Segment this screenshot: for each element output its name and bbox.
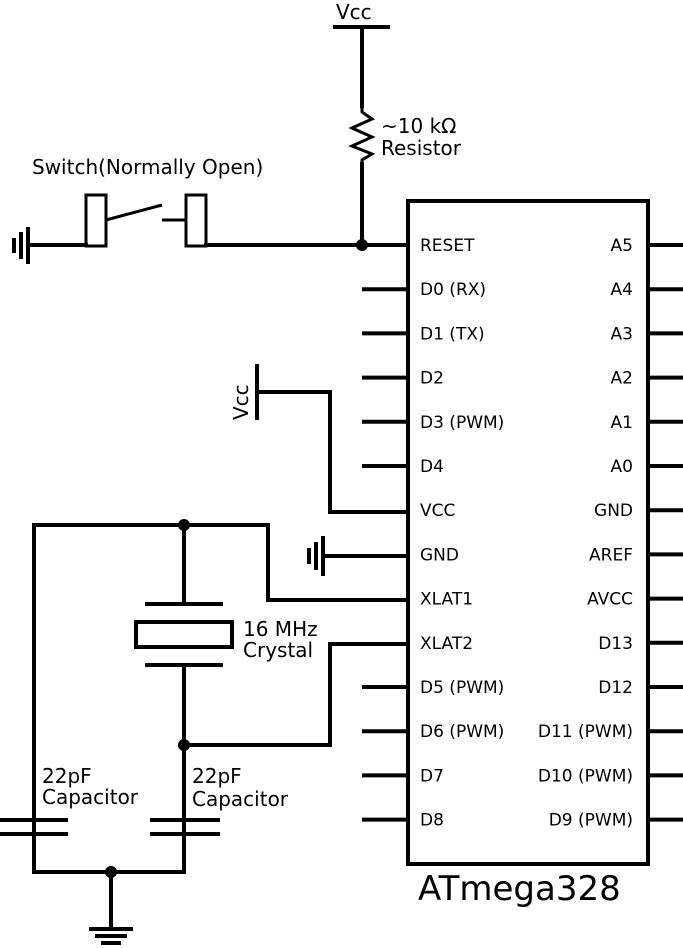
- crystal-name-label: Crystal: [243, 638, 313, 662]
- crystal-value-label: 16 MHz: [243, 617, 318, 641]
- pin-label-d6-pwm: D6 (PWM): [420, 722, 504, 742]
- switch-left-contact: [84, 193, 108, 248]
- crystal-body: [134, 620, 234, 649]
- pin-label-gnd: GND: [594, 501, 633, 521]
- pin-label-d9-pwm: D9 (PWM): [549, 811, 633, 831]
- vcc-side-wire: [255, 390, 410, 514]
- cap-right-value-label: 22pF: [192, 764, 242, 788]
- pin-label-d12: D12: [598, 678, 633, 698]
- vcc-side-label: Vcc: [229, 384, 253, 420]
- pin-label-d1-tx: D1 (TX): [420, 324, 485, 344]
- resistor-value-label: ~10 kΩ: [381, 114, 456, 138]
- pin-label-aref: AREF: [589, 545, 633, 565]
- pin-label-d0-rx: D0 (RX): [420, 280, 486, 300]
- pin-label-d8: D8: [420, 811, 444, 831]
- resistor-name-label: Resistor: [381, 136, 462, 160]
- pin-label-d4: D4: [420, 457, 444, 477]
- pin-label-d2: D2: [420, 369, 444, 389]
- chip-body: [406, 199, 650, 866]
- pin-label-a3: A3: [611, 324, 633, 344]
- switch-right-contact: [184, 193, 208, 248]
- switch-label: Switch(Normally Open): [32, 155, 263, 179]
- pin-label-vcc: VCC: [420, 501, 455, 521]
- pin-label-a0: A0: [611, 457, 633, 477]
- pin-label-xlat2: XLAT2: [420, 634, 473, 654]
- chip-name: ATmega328: [418, 869, 621, 909]
- xlat1-wire: [32, 523, 410, 834]
- vcc-top-label: Vcc: [336, 0, 372, 24]
- ground-icon: [12, 227, 30, 264]
- pin-label-d13: D13: [598, 634, 633, 654]
- pin-label-d11-pwm: D11 (PWM): [538, 722, 633, 742]
- pin-label-d3-pwm: D3 (PWM): [420, 413, 504, 433]
- pin-label-a2: A2: [611, 369, 633, 389]
- cap-left-value-label: 22pF: [42, 764, 92, 788]
- ground-icon: [307, 536, 325, 576]
- pin-label-gnd: GND: [420, 545, 459, 565]
- pin-label-avcc: AVCC: [587, 590, 633, 610]
- switch-lever: [105, 203, 163, 222]
- cap-left-name-label: Capacitor: [42, 785, 139, 809]
- pin-label-a5: A5: [611, 236, 633, 256]
- pin-label-d7: D7: [420, 766, 444, 786]
- cap-right-name-label: Capacitor: [192, 787, 289, 811]
- ground-icon: [89, 927, 133, 945]
- xlat2-wire: [182, 642, 410, 747]
- resistor: [348, 106, 376, 164]
- pin-label-d5-pwm: D5 (PWM): [420, 678, 504, 698]
- pin-label-a1: A1: [611, 413, 633, 433]
- cap-ground-wire: [32, 832, 186, 874]
- pin-label-xlat1: XLAT1: [420, 590, 473, 610]
- pin-label-reset: RESET: [420, 236, 475, 256]
- pin-label-a4: A4: [611, 280, 633, 300]
- pin-label-d10-pwm: D10 (PWM): [538, 766, 633, 786]
